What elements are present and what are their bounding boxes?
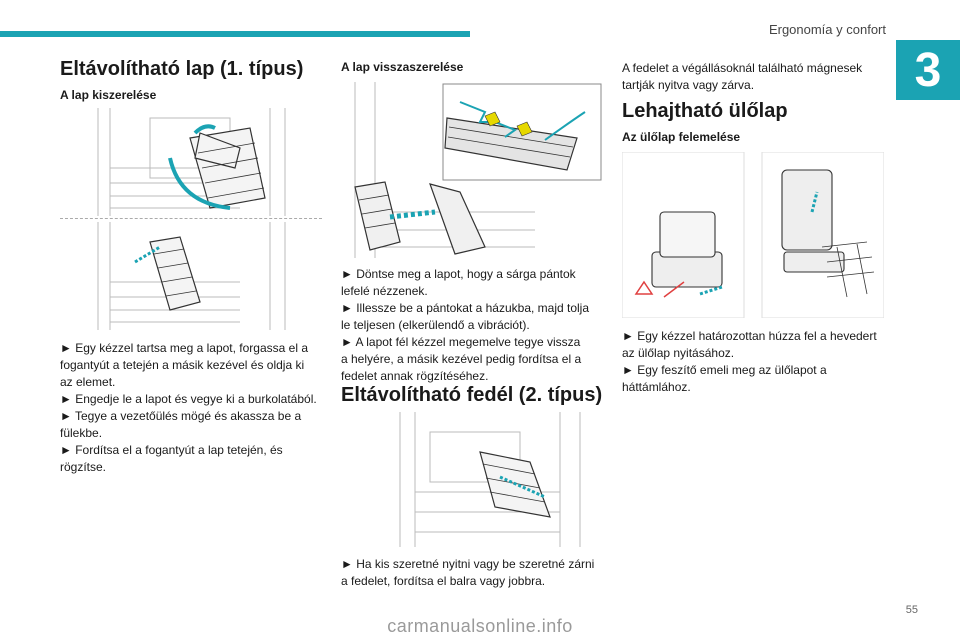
section-title: Ergonomía y confort xyxy=(768,22,886,37)
instructions-folding-seat: ► Egy kézzel határozottan húzza fel a he… xyxy=(622,329,877,394)
subheading-panel-removal: A lap kiszerelése xyxy=(60,88,157,102)
subheading-panel-refit: A lap visszaszerelése xyxy=(341,60,464,74)
chapter-number-badge: 3 xyxy=(896,40,960,100)
figure-cover xyxy=(340,412,605,547)
subheading-seat-raise: Az ülőlap felemelése xyxy=(622,130,741,144)
figure-panel-removal-top xyxy=(90,108,320,216)
instructions-panel-removal: ► Egy kézzel tartsa meg a lapot, forgass… xyxy=(60,341,317,474)
figure-folding-seat xyxy=(622,152,884,318)
heading-folding-seat: Lehajtható ülőlap xyxy=(622,100,788,122)
figure-divider xyxy=(60,218,322,219)
figure-panel-refit xyxy=(345,82,605,258)
watermark: carmanualsonline.info xyxy=(387,616,573,636)
heading-removable-panel-type1: Eltávolítható lap (1. típus) xyxy=(60,58,304,80)
instructions-cover: ► Ha kis szeretné nyitni vagy be szeretn… xyxy=(341,557,595,588)
instructions-panel-refit: ► Döntse meg a lapot, hogy a sárga pánto… xyxy=(341,267,590,383)
intro-magnets: A fedelet a végállásoknál található mágn… xyxy=(622,61,863,92)
heading-removable-cover-type2: Eltávolítható fedél (2. típus) xyxy=(341,384,603,406)
figure-panel-removal-bottom xyxy=(90,222,320,330)
page-number: 55 xyxy=(905,604,918,616)
header-accent-bar xyxy=(0,31,470,37)
